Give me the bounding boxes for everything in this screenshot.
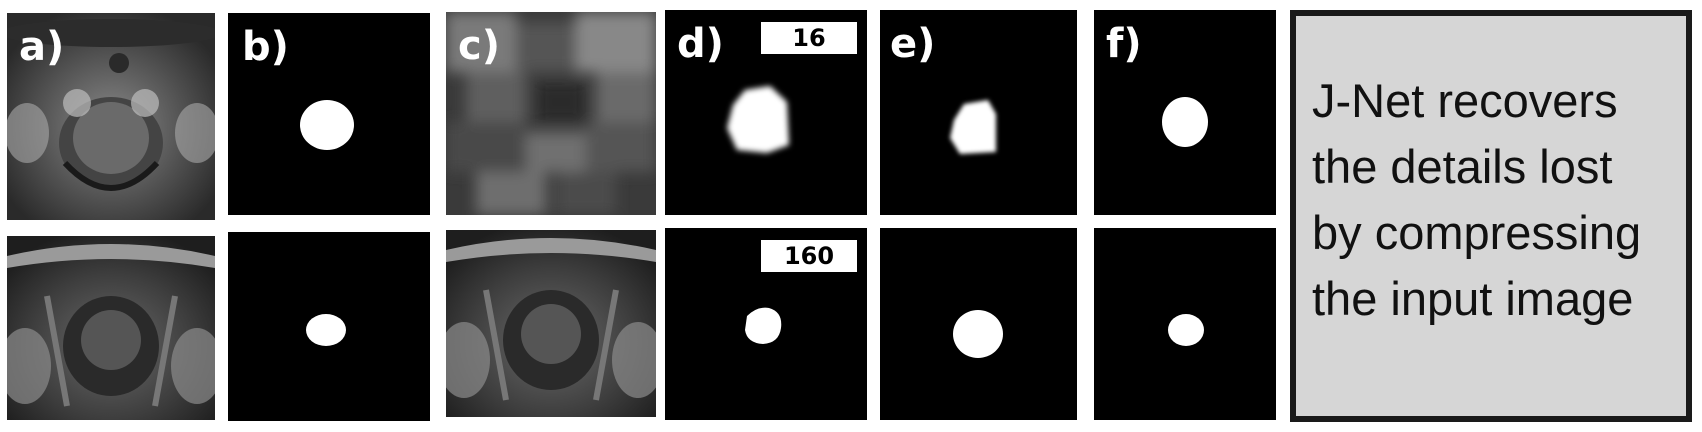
panel-label-e: e) <box>890 21 936 67</box>
mri-slice-bottom <box>7 236 215 420</box>
caption-line-2: the details lost <box>1312 140 1613 193</box>
caption-text: J-Net recovers the details lost by compr… <box>1312 68 1682 332</box>
mri-slice-bottom-copy <box>446 230 656 417</box>
blurry-prediction-mask <box>727 86 789 153</box>
mask-shape <box>300 100 354 150</box>
panel-label-d: d) <box>677 21 724 67</box>
panel-d-bottom-prediction: 160 <box>665 228 867 420</box>
panel-b-bottom-mask <box>228 232 430 421</box>
size-badge-bottom: 160 <box>761 240 857 272</box>
recovered-mask <box>1162 97 1208 147</box>
panel-a-top-mri-image: a) <box>7 13 215 220</box>
caption-line-1: J-Net recovers <box>1312 74 1618 127</box>
mask-shape <box>306 314 346 346</box>
compressed-blurry-image <box>446 12 656 215</box>
output-mask <box>953 310 1003 358</box>
size-badge-top: 16 <box>761 22 857 54</box>
prediction-mask <box>745 307 782 344</box>
panel-e-top-output: e) <box>880 10 1077 215</box>
panel-label-b: b) <box>242 24 289 70</box>
caption-line-3: by compressing <box>1312 206 1642 259</box>
panel-b-top-mask: b) <box>228 13 430 215</box>
panel-f-top-jnet-result: f) <box>1094 10 1276 215</box>
panel-label-c: c) <box>458 23 500 69</box>
panel-c-bottom-image <box>446 230 656 417</box>
panel-label-f: f) <box>1106 21 1142 67</box>
panel-d-top-prediction: d) 16 <box>665 10 867 215</box>
panel-c-top-compressed-image: c) <box>446 12 656 215</box>
mri-slice-top <box>7 13 215 220</box>
recovered-mask <box>1168 314 1204 346</box>
panel-a-bottom-mri-image <box>7 236 215 420</box>
panel-f-bottom-jnet-result <box>1094 228 1276 420</box>
upsampled-mask <box>950 100 996 154</box>
panel-label-a: a) <box>19 24 65 70</box>
caption-line-4: the input image <box>1312 272 1634 325</box>
panel-e-bottom-output <box>880 228 1077 420</box>
caption-box: J-Net recovers the details lost by compr… <box>1290 10 1692 422</box>
